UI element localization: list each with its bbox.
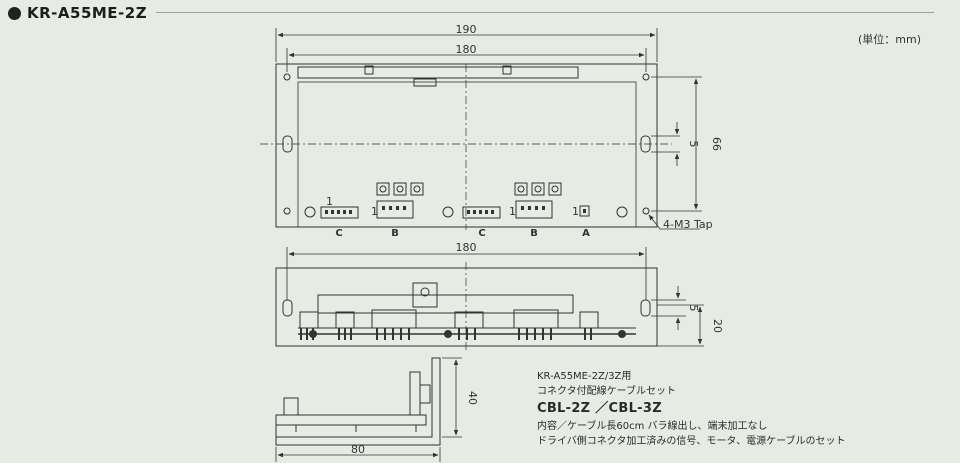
screw-post-icon	[442, 206, 454, 218]
dip-switch-icon	[376, 182, 390, 196]
dip-switch-icon	[393, 182, 407, 196]
dim-80: 80	[351, 443, 365, 456]
side-dimensions	[286, 247, 704, 347]
top-view	[260, 63, 672, 230]
mount-hole-icon	[283, 73, 291, 81]
label-connector-b1: B	[391, 228, 399, 239]
bracket-view	[275, 357, 441, 446]
note-model: CBL-2Z ／CBL-3Z	[537, 401, 662, 416]
note-line-3: 内容／ケーブル長60cm バラ線出し、端末加工なし	[537, 421, 768, 432]
bracket-dimensions	[275, 357, 462, 462]
label-connector-b2: B	[530, 228, 538, 239]
label-connector-c1: C	[335, 228, 342, 239]
connector-pins	[325, 206, 586, 214]
dim-40: 40	[466, 391, 479, 405]
screw-post-icon	[616, 206, 628, 218]
dim-180-side: 180	[456, 241, 477, 254]
dim-180-top: 180	[456, 43, 477, 56]
dim-66: 66	[710, 137, 723, 151]
slot-right	[640, 135, 651, 153]
pcb-outline	[297, 81, 637, 228]
screw-post-icon	[304, 206, 316, 218]
heatsink	[412, 282, 438, 308]
side-plate-outline	[275, 267, 658, 347]
rail-clip-left	[364, 65, 374, 75]
dim-5-side: 5	[687, 305, 700, 312]
connector-a	[579, 205, 590, 217]
side-slot-left	[282, 299, 293, 317]
page-title: KR-A55ME-2Z	[27, 4, 148, 22]
dip-switch-icon	[548, 182, 562, 196]
dim-190: 190	[456, 23, 477, 36]
dim-tap: 4-M3 Tap	[663, 218, 713, 231]
dip-switch-icon	[531, 182, 545, 196]
center-block	[413, 78, 437, 87]
dip-switch-icon	[410, 182, 424, 196]
side-rail	[317, 294, 574, 314]
pin1-b1: 1	[371, 205, 378, 218]
label-connector-c2: C	[478, 228, 485, 239]
base-plate-outline	[275, 63, 658, 228]
title-rule	[156, 12, 934, 13]
dim-20: 20	[711, 319, 724, 333]
note-line-4: ドライバ側コネクタ加工済みの信号、モータ、電源ケーブルのセット	[537, 436, 846, 447]
rail-clip-right	[502, 65, 512, 75]
dim-5-top: 5	[687, 141, 700, 148]
mount-hole-icon	[642, 207, 650, 215]
mount-hole-icon	[283, 207, 291, 215]
bullet-dot-icon	[8, 6, 21, 20]
note-line-1: KR-A55ME-2Z/3Z用	[537, 371, 632, 382]
side-pins	[300, 328, 626, 340]
top-dimensions	[275, 28, 702, 230]
cable-set-note: KR-A55ME-2Z/3Z用 コネクタ付配線ケーブルセット CBL-2Z ／C…	[537, 369, 846, 449]
top-rail	[297, 66, 579, 79]
unit-label: (単位：mm)	[858, 33, 922, 46]
title-bar: KR-A55ME-2Z	[8, 2, 147, 24]
connector-c2	[462, 206, 501, 219]
connector-c1	[320, 206, 359, 219]
mount-hole-icon	[642, 73, 650, 81]
side-slot-right	[640, 299, 651, 317]
label-connector-a: A	[582, 228, 590, 239]
connector-b1	[376, 200, 414, 219]
slot-left	[282, 135, 293, 153]
connector-b2	[515, 200, 553, 219]
pin1-b2: 1	[509, 205, 516, 218]
pin1-c1: 1	[326, 195, 333, 208]
dip-switch-icon	[514, 182, 528, 196]
note-line-2: コネクタ付配線ケーブルセット	[537, 386, 676, 397]
pin1-a: 1	[572, 205, 579, 218]
